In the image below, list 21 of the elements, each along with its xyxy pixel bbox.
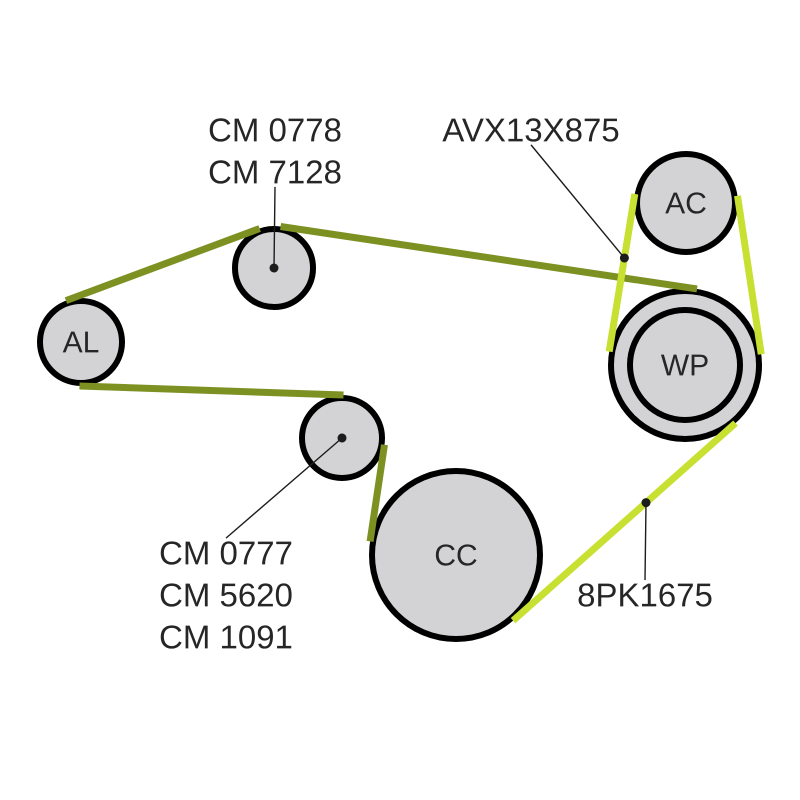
leader-line [270,186,278,272]
pulley: CC [369,468,543,642]
belt-size-label: AVX13X875 [442,118,618,142]
leader-line [642,498,650,580]
part-number-label: CM 0777 CM 5620 CM 1091 [160,541,292,649]
pulley: AC [634,151,738,255]
pulley: AL [37,298,125,386]
belt [280,223,698,292]
leader-line [226,434,346,539]
belt-size-label: 8PK1675 [578,583,712,607]
belt [79,382,344,399]
idler-pulley [232,226,316,310]
belt [64,225,261,304]
belt [510,420,738,624]
belt [366,444,388,542]
part-number-label: CM 0778 CM 7128 [210,118,340,184]
belt [606,193,638,352]
leader-line [530,144,629,262]
idler-pulley [299,395,385,481]
belt [734,195,765,355]
pulley: WP [608,288,762,442]
